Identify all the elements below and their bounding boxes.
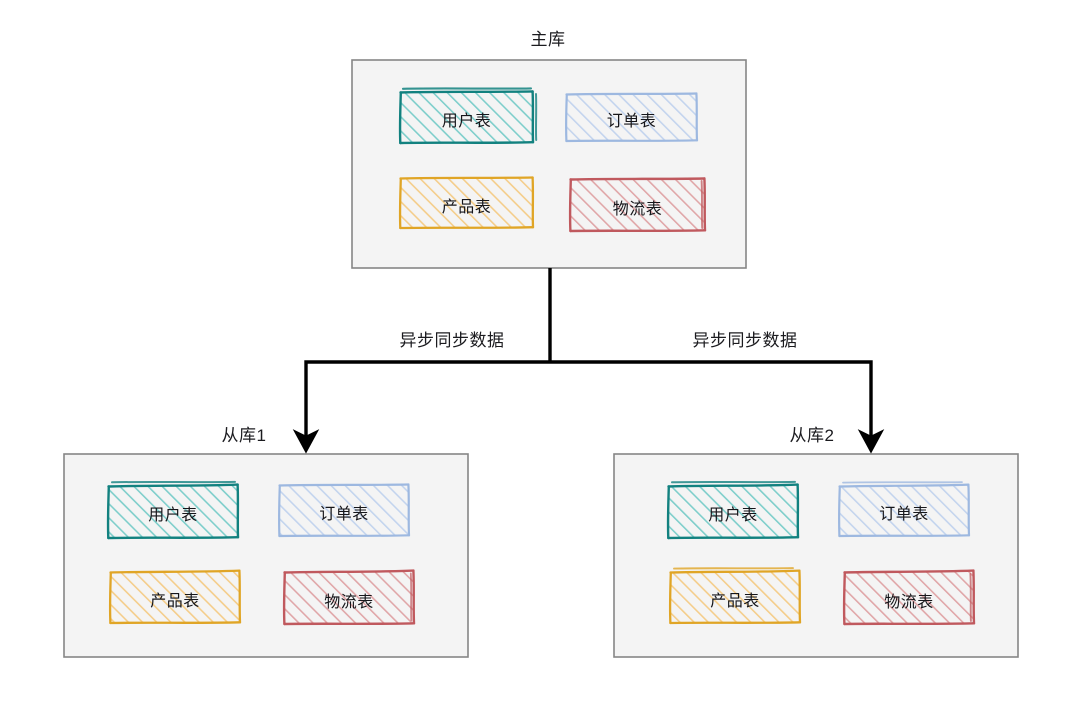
master-db-title: 主库 (530, 30, 566, 49)
table-box-slave1-users[interactable] (106, 480, 240, 540)
slave2-db-title: 从库2 (789, 426, 835, 445)
table-box-slave1-logistics[interactable] (282, 569, 416, 626)
table-box-slave1-orders[interactable] (278, 483, 411, 538)
connector-arrow-to-slave1 (292, 360, 550, 454)
table-box-slave2-users[interactable] (666, 480, 800, 540)
table-label-slave2-orders: 订单表 (879, 506, 929, 523)
table-label-slave1-logistics: 物流表 (324, 594, 374, 611)
table-box-master-logistics[interactable] (568, 177, 707, 233)
table-label-master-logistics: 物流表 (612, 201, 663, 218)
table-box-slave2-products[interactable] (668, 567, 802, 625)
table-box-slave1-products[interactable] (108, 569, 242, 625)
table-box-master-products[interactable] (398, 176, 535, 230)
table-label-slave2-logistics: 物流表 (884, 594, 934, 611)
table-box-master-orders[interactable] (565, 92, 699, 143)
table-label-master-products: 产品表 (441, 199, 492, 216)
table-box-master-users[interactable] (398, 87, 538, 145)
edge-label-right: 异步同步数据 (692, 331, 798, 350)
table-label-master-users: 用户表 (441, 113, 492, 130)
table-label-slave1-users: 用户表 (148, 507, 198, 524)
connector-arrow-to-slave2 (550, 360, 885, 454)
edge-label-left: 异步同步数据 (399, 331, 505, 350)
table-label-slave2-users: 用户表 (708, 507, 758, 524)
table-label-slave2-products: 产品表 (710, 593, 760, 610)
table-label-master-orders: 订单表 (606, 113, 657, 130)
table-box-slave2-logistics[interactable] (842, 569, 976, 626)
table-label-slave1-orders: 订单表 (319, 506, 369, 523)
table-label-slave1-products: 产品表 (150, 593, 200, 610)
slave1-db-title: 从库1 (221, 426, 267, 445)
table-box-slave2-orders[interactable] (838, 481, 971, 538)
